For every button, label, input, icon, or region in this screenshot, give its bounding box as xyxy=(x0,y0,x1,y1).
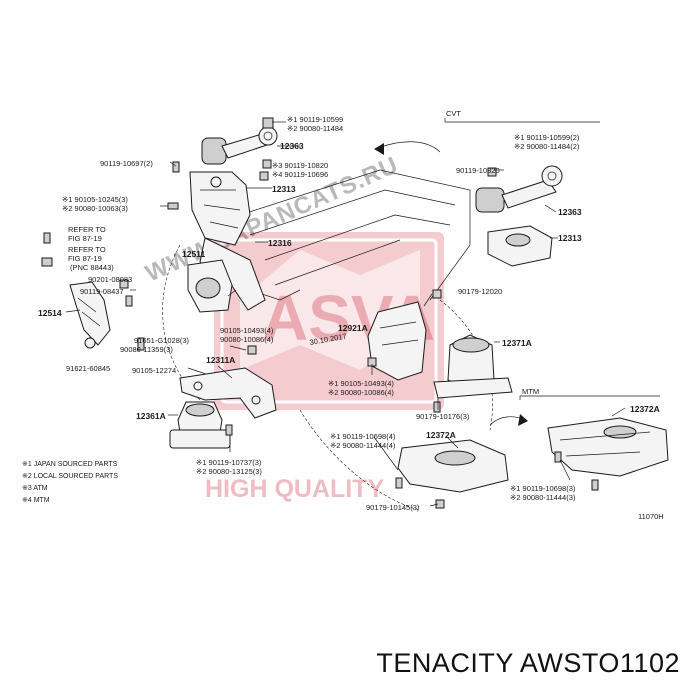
callout-c17: ※2 90080-10086(4) xyxy=(328,388,394,397)
part-label-p1: 12363 xyxy=(280,141,304,151)
part-labels: 12363 12313 12316 12511 12514 12311A 123… xyxy=(38,141,660,440)
part-12372A-mtm-mount xyxy=(547,407,669,477)
callout-c16: ※1 90105-10493(4) xyxy=(328,379,394,388)
part-label-p13: 12372A xyxy=(630,404,660,414)
part-12311A-bracket xyxy=(179,367,277,419)
legend-item-1: ※1 JAPAN SOURCED PARTS xyxy=(22,461,118,468)
part-label-p9: 12371A xyxy=(502,338,532,348)
callout-c5: ※4 90119-10696 xyxy=(272,170,328,179)
callout-c23: 90179-10145(3) xyxy=(366,503,420,512)
part-12313-bracket xyxy=(189,171,272,311)
callout-c14: 90105-12274 xyxy=(132,366,176,375)
callout-c7: ※2 90080-10063(3) xyxy=(62,204,128,213)
callout-c18: 90179-10176(3) xyxy=(416,412,470,421)
part-12363-torque-rod xyxy=(201,117,300,165)
callout-c4: ※3 90119-10820 xyxy=(272,161,328,170)
part-label-p6: 12311A xyxy=(206,355,235,365)
legend-item-3: ※3 ATM xyxy=(22,485,48,492)
callout-c26: ※2 90080-11484(2) xyxy=(514,142,580,151)
callout-c12: 90105-10493(4) xyxy=(220,326,274,335)
part-label-p7: 12361A xyxy=(136,411,166,421)
callout-c32: REFER TO xyxy=(68,245,106,254)
legend-item-4: ※4 MTM xyxy=(22,497,50,504)
engine-outline xyxy=(162,169,493,511)
callout-c34: (PNC 88443) xyxy=(70,263,114,272)
callout-c22: ※2 90080-13125(3) xyxy=(196,467,262,476)
watermark-tagline: HIGH QUALITY xyxy=(205,475,384,503)
callout-c8: 90201-08083 xyxy=(88,275,132,284)
cvt-section xyxy=(374,118,600,267)
callout-c13: 90080-10086(4) xyxy=(220,335,274,344)
part-label-p4: 12511 xyxy=(182,249,205,259)
legend: ※1 JAPAN SOURCED PARTS ※2 LOCAL SOURCED … xyxy=(22,461,118,504)
callout-c10: 91651-G1028(3) xyxy=(134,336,190,345)
callout-c24: 91621-60845 xyxy=(66,364,110,373)
callout-c20: ※2 90080-11444(4) xyxy=(330,441,396,450)
callout-c1: ※1 90119-10599 xyxy=(287,115,343,124)
callout-c3: 90119-10697(2) xyxy=(100,159,153,168)
callout-c31: FIG 87-19 xyxy=(68,234,102,243)
part-12511-front-mount xyxy=(65,259,233,349)
part-12371A-mount xyxy=(433,334,513,399)
leader-lines xyxy=(130,161,571,507)
callout-numbers: ※1 90119-10599 ※2 90080-11484 90119-1069… xyxy=(62,115,580,512)
callout-c11: 90080-11359(3) xyxy=(120,345,173,354)
part-12361A-mount xyxy=(168,401,231,449)
callout-c30: REFER TO xyxy=(68,225,106,234)
part-label-p3: 12316 xyxy=(268,238,292,248)
section-label-mtm: MTM xyxy=(522,387,539,396)
section-label-cvt: CVT xyxy=(446,109,461,118)
diagram-code: 11070H xyxy=(638,512,664,521)
callout-c2: ※2 90080-11484 xyxy=(287,124,343,133)
part-label-p2: 12313 xyxy=(272,184,296,194)
part-12313-cvt-bracket xyxy=(487,225,558,267)
part-12372A-mount xyxy=(397,437,509,493)
part-label-p5: 12514 xyxy=(38,308,62,318)
part-12363-cvt-rod xyxy=(475,165,563,213)
callout-c33: FIG 87-19 xyxy=(68,254,102,263)
callout-c19: ※1 90119-10698(4) xyxy=(330,432,396,441)
callout-c29: ※2 90080-11444(3) xyxy=(510,493,576,502)
part-label-p8: 12921A xyxy=(338,323,368,333)
callout-c6: ※1 90105-10245(3) xyxy=(62,195,128,204)
callout-c21: ※1 90119-10737(3) xyxy=(196,458,262,467)
callout-c9: 90119-08437 xyxy=(80,287,124,296)
callout-c25: ※1 90119-10599(2) xyxy=(514,133,580,142)
fasteners xyxy=(41,159,599,509)
callout-c27: 90119-10820 xyxy=(456,166,500,175)
callout-c15: 90179-12020 xyxy=(458,287,502,296)
product-caption: TENACITY AWSTO1102 xyxy=(376,648,680,678)
part-label-p10: 12372A xyxy=(426,430,456,440)
part-12921A-bracket xyxy=(367,301,427,381)
legend-item-2: ※2 LOCAL SOURCED PARTS xyxy=(22,473,118,480)
part-label-p11: 12363 xyxy=(558,207,582,217)
part-label-p12: 12313 xyxy=(558,233,582,243)
callout-c28: ※1 90119-10698(3) xyxy=(510,484,576,493)
